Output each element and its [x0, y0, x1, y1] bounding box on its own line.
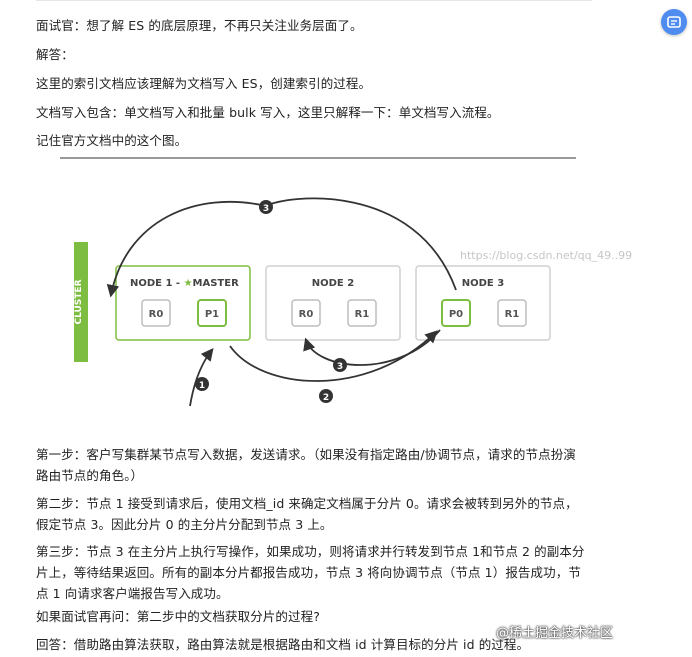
share-icon [667, 16, 681, 28]
shard-label: P0 [449, 309, 463, 320]
cluster-label: CLUSTER [74, 279, 84, 324]
shard-label: R1 [355, 309, 370, 320]
node-1-title: NODE 1 - ★MASTER [130, 278, 239, 289]
paragraph-write-types: 文档写入包含：单文档写入和批量 bulk 写入，这里只解释一下：单文档写入流程。 [36, 105, 500, 120]
shard-label: R1 [505, 309, 520, 320]
paragraph-interviewer: 面试官：想了解 ES 的底层原理，不再只关注业务层面了。 [36, 18, 363, 33]
shard-node1-r0 [141, 299, 171, 327]
floating-share-button[interactable] [661, 9, 687, 35]
shard-node3-p0 [441, 299, 471, 327]
paragraph-step-3: 第三步：节点 3 在主分片上执行写操作，如果成功，则将请求并行转发到节点 1和节… [36, 544, 585, 601]
paragraph-step-2: 第二步：节点 1 接受到请求后，使用文档_id 来确定文档属于分片 0。请求会被… [36, 496, 578, 532]
paragraph-answer: 回答：借助路由算法获取，路由算法就是根据路由和文档 id 计算目标的分片 id … [36, 637, 530, 652]
paragraph-index-doc: 这里的索引文档应该理解为文档写入 ES，创建索引的过程。 [36, 76, 372, 91]
cluster-bar [74, 242, 88, 362]
paragraph-step-1: 第一步：客户写集群某节点写入数据，发送请求。（如果没有指定路由/协调节点，请求的… [36, 447, 576, 483]
shard-label: P1 [205, 309, 219, 320]
node-3-title: NODE 3 [462, 278, 504, 289]
arrow-step-1 [189, 348, 214, 407]
step-badge-2 [319, 389, 333, 403]
step-badge-3-bottom [333, 358, 347, 372]
paragraph-answer-label: 解答： [36, 47, 74, 62]
shard-label: R0 [149, 309, 164, 320]
url-watermark: https://blog.csdn.net/qq_49..99 [460, 249, 633, 262]
node-2-title: NODE 2 [312, 278, 354, 289]
step-number: 3 [263, 204, 269, 214]
step-number: 1 [199, 381, 205, 391]
shard-label: R0 [299, 309, 314, 320]
write-flow-diagram: CLUSTER NODE 1 - ★MASTER NODE 2 NODE 3 R… [60, 157, 576, 407]
shard-node3-r1 [497, 299, 527, 327]
step-badge-1 [195, 377, 209, 391]
arrow-step-3-to-node2 [303, 329, 441, 366]
shard-node1-p1 [197, 299, 227, 327]
paragraph-question: 如果面试官再问：第二步中的文档获取分片的过程? [36, 609, 320, 624]
step-number: 3 [337, 362, 343, 372]
site-watermark: @稀土掘金技术社区 [496, 626, 614, 641]
step-badge-3-top [259, 200, 273, 214]
shard-node2-r0 [291, 299, 321, 327]
shard-node2-r1 [347, 299, 377, 327]
step-number: 2 [323, 393, 329, 403]
paragraph-remember-diagram: 记住官方文档中的这个图。 [36, 133, 188, 148]
top-divider [36, 0, 592, 1]
